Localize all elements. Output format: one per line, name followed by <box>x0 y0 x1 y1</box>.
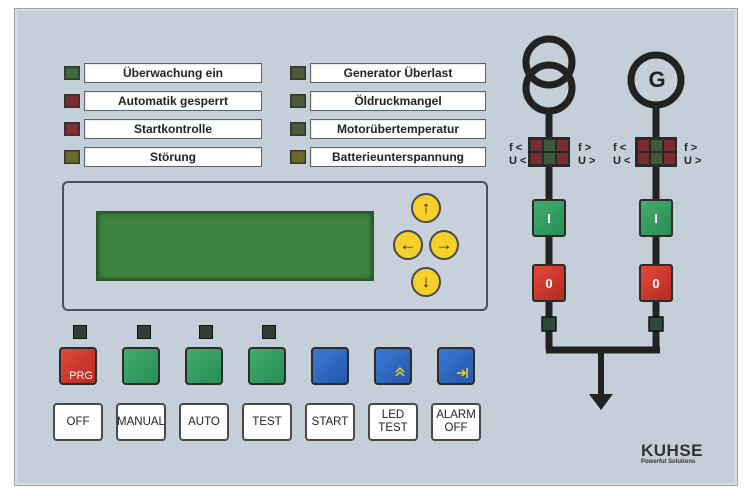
gen-on-label: I <box>654 210 658 226</box>
mode-led-manual <box>137 325 151 339</box>
alarm-led <box>290 122 306 136</box>
nav-left-button[interactable]: ← <box>393 230 423 260</box>
transformer-icon-bottom <box>522 61 576 115</box>
generator-breaker-on-button[interactable]: I <box>639 199 673 237</box>
start-button[interactable] <box>311 347 349 385</box>
alarm-led <box>290 66 306 80</box>
arrow-left-icon: ← <box>399 235 417 254</box>
gen-u-more: U > <box>684 155 702 167</box>
alarm-label: Motorübertemperatur <box>310 119 486 139</box>
alarm-row-battery-undervoltage: Batterieunterspannung <box>290 147 486 167</box>
brand-tagline: Powerful Solutions <box>641 459 696 465</box>
alarm-led <box>290 150 306 164</box>
alarm-led <box>64 122 80 136</box>
alarm-row-fault: Störung <box>64 147 262 167</box>
nav-down-button[interactable]: ↓ <box>411 267 441 297</box>
alarm-label: Batterieunterspannung <box>310 147 486 167</box>
mains-u-less: U < <box>509 155 527 167</box>
mains-breaker-on-button[interactable]: I <box>532 199 566 237</box>
nav-right-button[interactable]: → <box>429 230 459 260</box>
alarm-label: Startkontrolle <box>84 119 262 139</box>
mains-f-more: f > <box>578 142 592 154</box>
alarm-label: Störung <box>84 147 262 167</box>
alarm-off-button[interactable] <box>437 347 475 385</box>
alarm-row-monitoring: Überwachung ein <box>64 63 262 83</box>
alarm-row-start-control: Startkontrolle <box>64 119 262 139</box>
mains-f-less: f < <box>509 142 523 154</box>
display-section: ↑ ← → ↓ <box>62 181 488 311</box>
mains-breaker-off-button[interactable]: 0 <box>532 264 566 302</box>
prg-off-button[interactable]: PRG <box>59 347 97 385</box>
generator-symbol: G <box>648 67 666 92</box>
mode-led-auto <box>199 325 213 339</box>
alarm-row-oil-pressure: Öldruckmangel <box>290 91 486 111</box>
mode-label-manual: MANUAL <box>116 403 166 441</box>
output-arrow-icon <box>589 394 613 410</box>
manual-button[interactable] <box>122 347 160 385</box>
alarm-led <box>64 150 80 164</box>
alarm-row-automatic-locked: Automatik gesperrt <box>64 91 262 111</box>
alarm-label: Automatik gesperrt <box>84 91 262 111</box>
alarm-row-engine-overtemp: Motorübertemperatur <box>290 119 486 139</box>
mode-label-off: OFF <box>53 403 103 441</box>
mode-led-off <box>73 325 87 339</box>
lcd-display <box>96 211 374 281</box>
mode-label-alarm-off: ALARM OFF <box>431 403 481 441</box>
brand-logo: KUHSE Powerful Solutions <box>641 441 703 465</box>
mains-on-label: I <box>547 210 551 226</box>
alarm-label: Überwachung ein <box>84 63 262 83</box>
generator-icon <box>627 51 685 109</box>
alarm-led <box>64 66 80 80</box>
alarm-led <box>290 94 306 108</box>
arrow-up-icon: ↑ <box>421 198 431 217</box>
mode-label-led-test: LED TEST <box>368 403 418 441</box>
mode-led-test <box>262 325 276 339</box>
arrow-down-icon: ↓ <box>421 272 431 291</box>
arrow-right-icon: → <box>435 235 453 254</box>
test-button[interactable] <box>248 347 286 385</box>
generator-breaker-off-button[interactable]: 0 <box>639 264 673 302</box>
mains-u-more: U > <box>578 155 596 167</box>
alarm-row-generator-overload: Generator Überlast <box>290 63 486 83</box>
nav-up-button[interactable]: ↑ <box>411 193 441 223</box>
gen-f-less: f < <box>613 142 627 154</box>
alarm-label: Öldruckmangel <box>310 91 486 111</box>
brand-name: KUHSE <box>641 441 704 460</box>
mode-label-start: START <box>305 403 355 441</box>
led-test-button[interactable] <box>374 347 412 385</box>
transformer-icon-top <box>522 35 576 89</box>
mains-off-label: 0 <box>545 275 553 291</box>
mode-label-test: TEST <box>242 403 292 441</box>
alarm-off-icon <box>457 368 468 378</box>
alarm-led <box>64 94 80 108</box>
prg-label: PRG <box>69 370 93 382</box>
gen-f-more: f > <box>684 142 698 154</box>
auto-button[interactable] <box>185 347 223 385</box>
gen-u-less: U < <box>613 155 631 167</box>
gen-off-label: 0 <box>652 275 660 291</box>
led-test-icon <box>395 366 405 377</box>
alarm-label: Generator Überlast <box>310 63 486 83</box>
mode-label-auto: AUTO <box>179 403 229 441</box>
